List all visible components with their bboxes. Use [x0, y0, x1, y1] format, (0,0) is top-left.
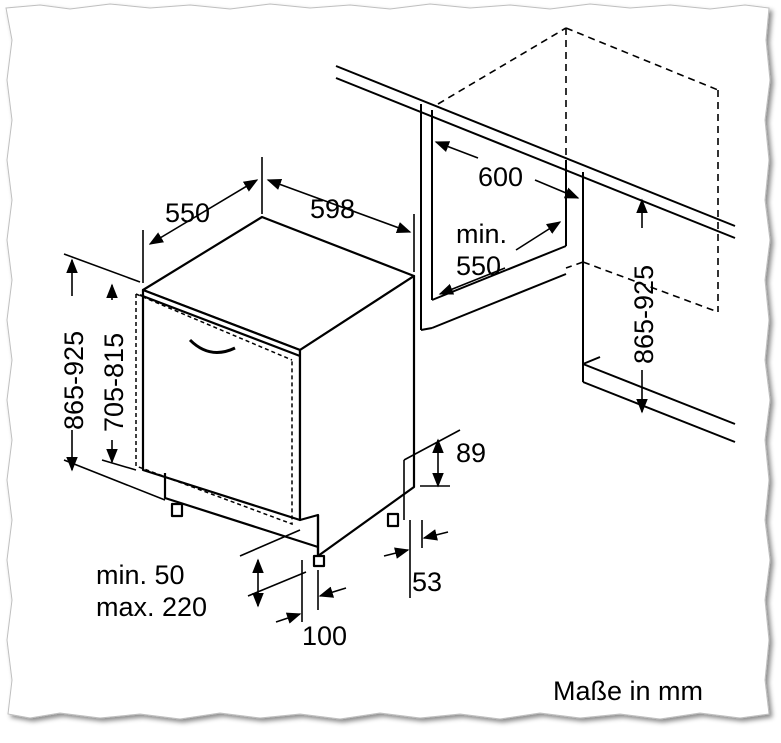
label-plinth-setback: 53	[412, 567, 442, 597]
label-total-height: 865-925	[59, 331, 89, 430]
label-width: 598	[310, 194, 355, 224]
label-body-height: 705-815	[99, 333, 129, 432]
niche-hidden-edges	[437, 27, 719, 313]
label-niche-depth-value: 550	[456, 251, 501, 281]
label-niche-height: 865-925	[629, 265, 659, 364]
units-caption: Maße in mm	[553, 676, 703, 706]
label-door-overhang-max: max. 220	[96, 592, 207, 622]
niche-cabinet	[335, 65, 736, 443]
label-door-overhang-min: min. 50	[96, 560, 185, 590]
label-depth: 550	[165, 198, 210, 228]
dimension-lines	[63, 141, 648, 624]
label-door-offset: 100	[302, 621, 347, 651]
label-plinth-height: 89	[456, 438, 486, 468]
label-niche-width: 600	[478, 162, 523, 192]
label-niche-depth-min: min.	[456, 219, 507, 249]
dishwasher-door-dashes	[135, 293, 293, 526]
dishwasher	[139, 215, 416, 568]
